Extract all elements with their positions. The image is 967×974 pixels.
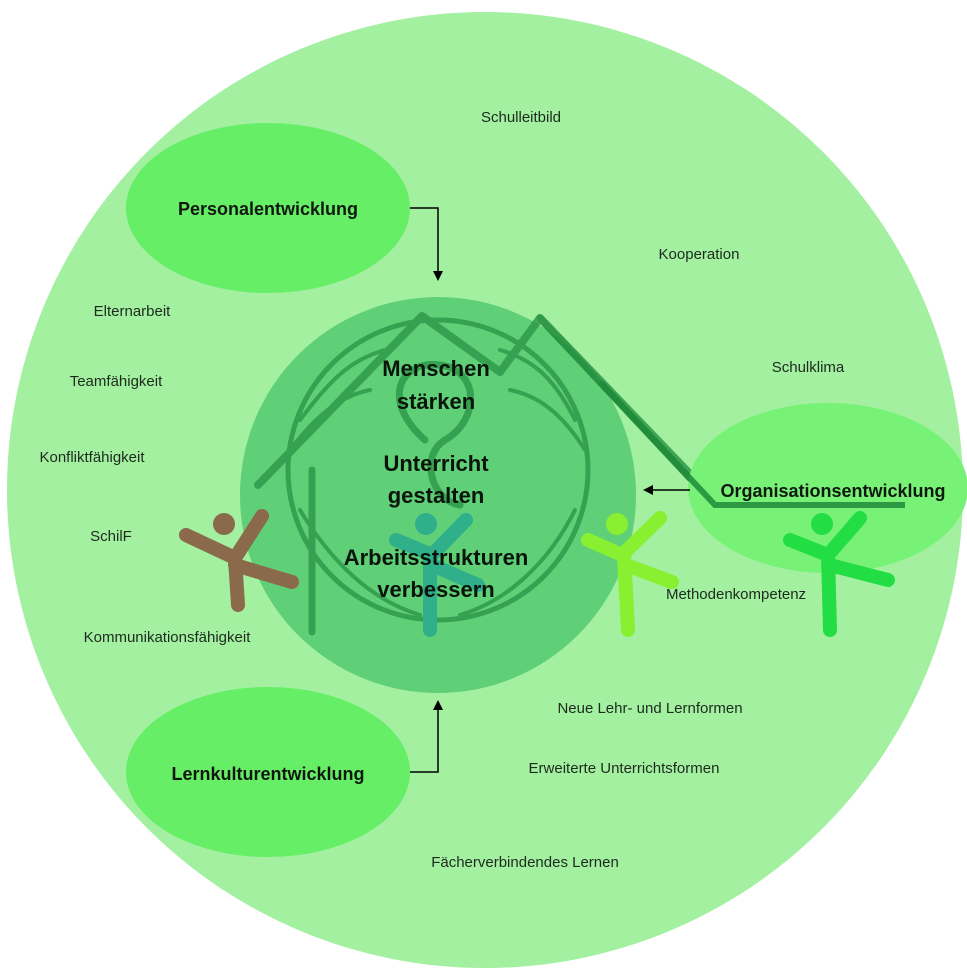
core-text-staerken: stärken (397, 389, 475, 414)
keyword-konfliktfaehigkeit: Konfliktfähigkeit (39, 449, 145, 466)
logo-line-overlay (597, 379, 905, 508)
keyword-kommunikationsfaehigkeit: Kommunikationsfähigkeit (84, 629, 252, 646)
keyword-kooperation: Kooperation (659, 246, 740, 263)
personal-development-ellipse (126, 123, 410, 293)
core-text-unterricht: Unterricht (383, 451, 489, 476)
keyword-erweiterte-unterrichtsformen: Erweiterte Unterrichtsformen (529, 760, 720, 777)
figure-green-icon (783, 511, 895, 637)
figure-teal-icon (389, 513, 485, 637)
keyword-schulleitbild: Schulleitbild (481, 109, 561, 126)
lernkultur-development-ellipse (126, 687, 410, 857)
figure-brown-icon (179, 509, 299, 612)
core-text-arbeitsstrukturen: Arbeitsstrukturen (344, 545, 529, 570)
organisation-development-ellipse (688, 403, 967, 573)
label-organisationsentwicklung: Organisationsentwicklung (720, 481, 945, 501)
core-text-menschen: Menschen (382, 356, 490, 381)
connector-arrows (410, 207, 690, 773)
arrow-personal-to-core (410, 207, 443, 281)
keyword-methodenkompetenz: Methodenkompetenz (666, 586, 806, 603)
figure-lime-icon (581, 511, 679, 637)
core-text-verbessern: verbessern (377, 577, 494, 602)
label-lernkulturentwicklung: Lernkulturentwicklung (171, 764, 364, 784)
label-personalentwicklung: Personalentwicklung (178, 199, 358, 219)
keyword-neue-lehr-und-lernformen: Neue Lehr- und Lernformen (557, 700, 742, 717)
keyword-elternarbeit: Elternarbeit (94, 303, 172, 320)
keyword-schilf: SchilF (90, 528, 132, 545)
keyword-schulklima: Schulklima (772, 359, 845, 376)
keyword-faecherverbindendes-lernen: Fächerverbindendes Lernen (431, 854, 619, 871)
arrow-lernkultur-to-core (410, 700, 443, 773)
keyword-teamfaehigkeit: Teamfähigkeit (70, 373, 163, 390)
core-text-gestalten: gestalten (388, 483, 485, 508)
